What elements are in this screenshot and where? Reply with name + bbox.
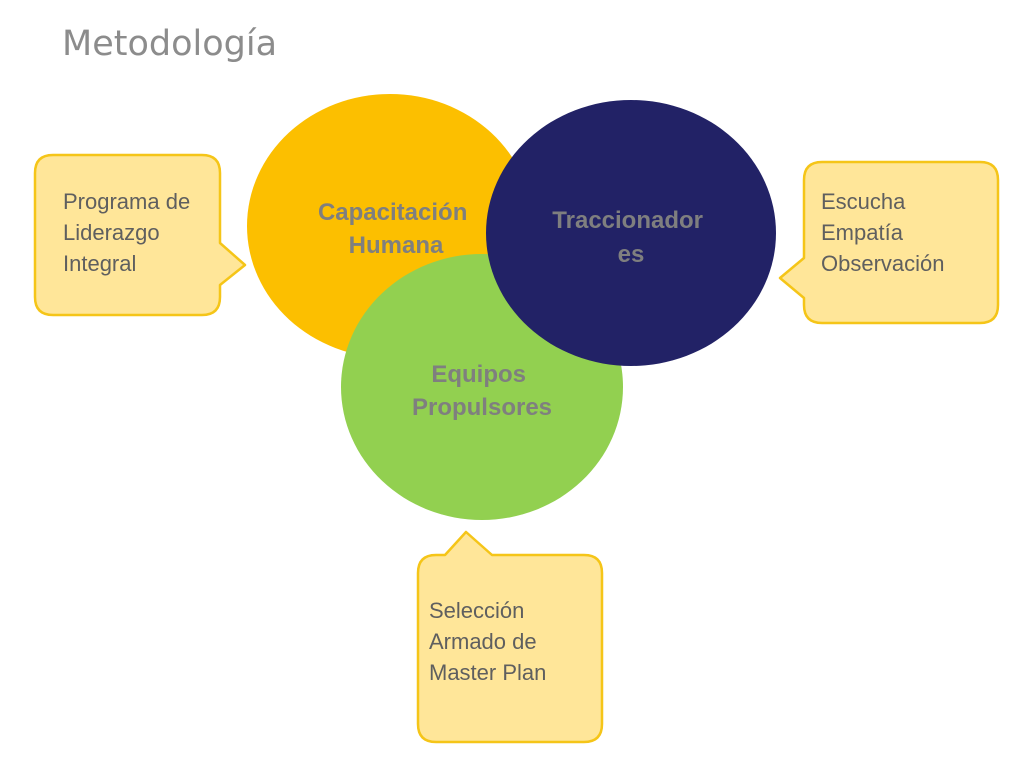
callout-left-bubble <box>33 153 247 317</box>
callout-right-text: Escucha Empatía Observación <box>821 189 945 276</box>
circle-traccionadores <box>486 100 776 366</box>
callout-line: Escucha <box>821 189 906 214</box>
callout-bottom-text: Selección Armado de Master Plan <box>429 598 546 685</box>
circle-label-line: es <box>618 241 645 268</box>
callout-line: Observación <box>821 251 945 276</box>
circle-label-line: Humana <box>349 232 444 259</box>
callout-bottom-bubble <box>416 530 604 744</box>
circle-label-line: Traccionador <box>552 207 703 234</box>
circle-label-equipos: Equipos Propulsores <box>412 361 552 421</box>
page-title: Metodología <box>62 24 278 64</box>
circle-label-line: Capacitación <box>318 199 467 226</box>
callout-line: Integral <box>63 251 136 276</box>
callout-line: Master Plan <box>429 660 546 685</box>
callout-line: Empatía <box>821 220 904 245</box>
callout-line: Liderazgo <box>63 220 160 245</box>
circle-label-traccionadores: Traccionador es <box>552 207 709 268</box>
circle-label-capacitacion: Capacitación Humana <box>318 199 474 259</box>
callout-line: Armado de <box>429 629 537 654</box>
callout-right-bubble <box>778 160 1000 325</box>
callout-line: Programa de <box>63 189 190 214</box>
callout-line: Selección <box>429 598 524 623</box>
callout-left-text: Programa de Liderazgo Integral <box>63 189 196 276</box>
circle-label-line: Propulsores <box>412 394 552 421</box>
circle-label-line: Equipos <box>431 361 526 388</box>
